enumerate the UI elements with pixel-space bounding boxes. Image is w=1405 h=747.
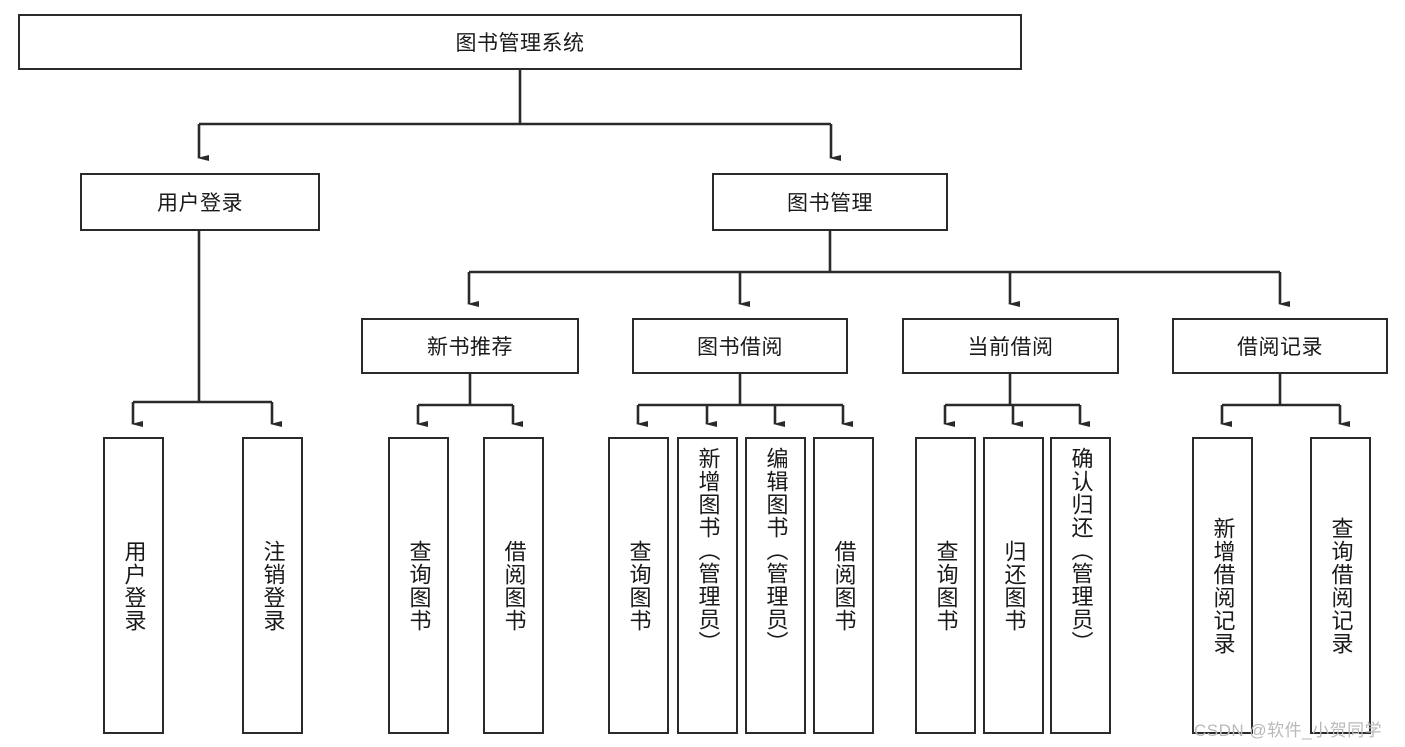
node-book-borrow-label: 图书借阅 [697, 336, 783, 359]
leaf-logout[interactable]: 注销登录 [242, 437, 303, 734]
leaf-borrow-book[interactable]: 借阅图书 [813, 437, 874, 734]
node-current-borrow-label: 当前借阅 [967, 336, 1054, 359]
node-user-login-label: 用户登录 [157, 192, 243, 215]
leaf-query-book-current[interactable]: 查询图书 [915, 437, 976, 734]
node-borrow-record-label: 借阅记录 [1237, 336, 1323, 359]
node-book-borrow[interactable]: 图书借阅 [632, 318, 848, 374]
leaf-edit-book[interactable]: 编辑图书（管理员） [745, 437, 806, 734]
node-new-book-recommend-label: 新书推荐 [427, 336, 513, 359]
leaf-add-borrow-record[interactable]: 新增借阅记录 [1192, 437, 1253, 734]
leaf-query-borrow-record[interactable]: 查询借阅记录 [1310, 437, 1371, 734]
csdn-watermark: CSDN @软件_小贺同学 [1194, 721, 1383, 740]
node-current-borrow[interactable]: 当前借阅 [902, 318, 1119, 374]
node-book-manage[interactable]: 图书管理 [712, 173, 948, 231]
leaf-query-book-borrow[interactable]: 查询图书 [608, 437, 669, 734]
node-user-login[interactable]: 用户登录 [80, 173, 320, 231]
leaf-return-book[interactable]: 归还图书 [983, 437, 1044, 734]
node-root-label: 图书管理系统 [455, 32, 585, 55]
leaf-confirm-return[interactable]: 确认归还（管理员） [1050, 437, 1111, 734]
leaf-query-book-recommend[interactable]: 查询图书 [388, 437, 449, 734]
node-new-book-recommend[interactable]: 新书推荐 [361, 318, 579, 374]
leaf-borrow-book-recommend[interactable]: 借阅图书 [483, 437, 544, 734]
leaf-add-book[interactable]: 新增图书（管理员） [677, 437, 738, 734]
node-root[interactable]: 图书管理系统 [18, 14, 1022, 70]
node-borrow-record[interactable]: 借阅记录 [1172, 318, 1388, 374]
connectors [131, 70, 1350, 427]
leaf-user-login[interactable]: 用户登录 [103, 437, 164, 734]
node-book-manage-label: 图书管理 [787, 192, 873, 215]
